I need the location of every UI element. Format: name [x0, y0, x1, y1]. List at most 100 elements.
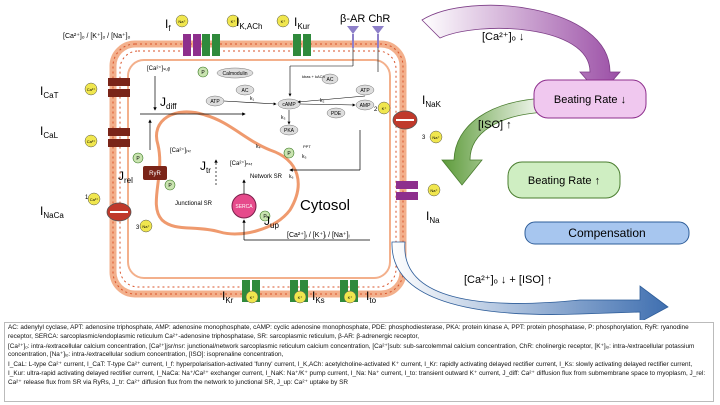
serca-label: SERCA — [235, 204, 253, 210]
k6-label: k₆ — [289, 174, 294, 180]
network-sr-label: Network SR — [250, 174, 283, 180]
beating-down-label: Beating Rate ↓ — [554, 94, 626, 106]
p-label: P — [136, 156, 140, 162]
ca-ion-label: Ca²⁺ — [87, 139, 96, 144]
phospho-jsr — [164, 179, 176, 191]
flux-sub: diff — [166, 102, 177, 111]
current-label-IKACh: IK,ACh — [236, 15, 262, 31]
compensation-label: Compensation — [568, 226, 645, 240]
ca-ion-label: Ca²⁺ — [90, 197, 99, 202]
flux-sym: J — [200, 159, 206, 173]
ac-label: AC — [242, 88, 249, 94]
phospho-ryr — [132, 152, 144, 164]
current-sub: CaL — [43, 131, 58, 140]
current-sub: f — [168, 24, 171, 33]
amp-node — [355, 99, 375, 111]
current-sym: I — [312, 289, 315, 303]
phospho-pka — [283, 147, 295, 159]
channel-IKr: K⁺ — [242, 280, 260, 304]
camp-label: cAMP — [282, 102, 296, 108]
k-ion-label: K⁺ — [281, 19, 286, 24]
channel-Ito: K⁺ — [340, 280, 358, 304]
current-sub: Ks — [315, 296, 324, 305]
channel-IKur: K⁺ — [276, 14, 311, 56]
ratio-label: 3 — [136, 225, 140, 231]
current-sub: K,ACh — [239, 22, 262, 31]
k3-label: k₃ — [281, 115, 286, 121]
signaling-cascade: Calmodulin AC ATP cAMP AC ATP AMP PDE PK… — [132, 48, 379, 222]
current-label-ICaT: ICaT — [40, 84, 59, 100]
k-ion-label: K⁺ — [231, 19, 236, 24]
k2-label: k₂ — [320, 98, 325, 104]
ac-node-left — [235, 84, 255, 96]
sub-sarcolemmal-space — [127, 59, 391, 279]
current-sub: NaK — [425, 100, 441, 109]
current-label-Ito: Ito — [366, 289, 377, 305]
channel-If: Na⁺ — [175, 14, 201, 56]
ratio-label: 1 — [85, 195, 89, 201]
receptor-label: β-AR ChR — [340, 13, 390, 25]
k-ion-label: K⁺ — [382, 106, 387, 111]
glossary-box: AC: adenylyl cyclase, APT: adenosine tri… — [4, 322, 714, 402]
kbas-kach-label: kbas + kACh — [302, 74, 325, 79]
receptors-beta-ar-chr — [347, 26, 384, 48]
ac-node-right — [321, 73, 339, 85]
current-sym: I — [40, 84, 43, 98]
glossary-concentrations: [Ca²⁺]ₒ: intra-/extracellular calcium co… — [8, 342, 695, 359]
beating-up-label: Beating Rate ↑ — [528, 175, 600, 187]
p-label: P — [201, 70, 205, 76]
ratio-label: 2 — [374, 107, 378, 113]
current-label-INa: INa — [426, 209, 440, 225]
k-ion-label: K⁺ — [250, 295, 255, 300]
current-sub: Kur — [297, 22, 310, 31]
current-labels: If IK,ACh IKur ICaT ICaL INaCa INaK INa … — [40, 15, 442, 305]
glossary-abbreviations: AC: adenylyl cyclase, APT: adenosine tri… — [8, 324, 689, 340]
p-label: P — [168, 183, 172, 189]
junctional-sr-label: Junctional SR — [175, 201, 213, 207]
flux-sym: J — [160, 95, 166, 109]
cytosol-label: Cytosol — [300, 197, 350, 214]
ppt-label: PPT — [303, 144, 311, 149]
current-sub: NaCa — [43, 211, 64, 220]
sarcoplasmic-reticulum — [154, 110, 300, 236]
calmodulin-node — [216, 67, 254, 79]
flux-sym: J — [264, 214, 270, 228]
ca-down-label: [Ca²⁺]ₒ ↓ — [482, 31, 524, 43]
current-label-IKr: IKr — [222, 289, 234, 305]
current-sym: I — [40, 124, 43, 138]
k-ion-label: K⁺ — [348, 295, 353, 300]
current-sub: Kr — [225, 296, 233, 305]
current-sym: I — [366, 289, 369, 303]
flux-sub: up — [270, 221, 279, 230]
current-sym: I — [40, 204, 43, 218]
glossary-currents: I_CaL: L-type Ca²⁺ current, I_CaT: T-typ… — [8, 361, 706, 386]
calmodulin-label: Calmodulin — [222, 71, 247, 77]
ion-channel-diagram: Na⁺ K⁺ K⁺ Ca²⁺ Ca²⁺ Ca²⁺ Na⁺ 1 — [40, 4, 690, 320]
atp-node-right — [355, 84, 375, 96]
compensation-arrow — [391, 241, 669, 320]
ryr-receptor — [143, 166, 167, 180]
na-ion-label: Na⁺ — [178, 19, 185, 24]
flux-label-Jtr: Jtr — [200, 159, 211, 175]
flux-sub: rel — [124, 176, 133, 185]
flux-sym: J — [118, 169, 124, 183]
current-label-If: If — [165, 17, 171, 33]
ratio-label: 3 — [422, 135, 426, 141]
current-sym: I — [422, 93, 425, 107]
current-sym: I — [426, 209, 429, 223]
pka-label: PKA — [284, 128, 295, 134]
current-sym: I — [236, 15, 239, 29]
current-sub: to — [369, 296, 376, 305]
exchanger-INaCa: Ca²⁺ Na⁺ 1 3 — [85, 192, 153, 233]
current-sym: I — [294, 15, 297, 29]
k1-label: k₁ — [250, 96, 255, 102]
ca-jsr-label: [Ca²⁺]ⱼₛᵣ — [170, 147, 191, 154]
flux-sub: tr — [206, 166, 211, 175]
flux-arrows — [140, 76, 370, 241]
na-ion-label: Na⁺ — [142, 224, 149, 229]
channel-ICaT: Ca²⁺ — [84, 78, 130, 97]
channel-IKs: K⁺ — [290, 280, 308, 304]
current-sym: I — [165, 17, 168, 31]
current-label-IKur: IKur — [294, 15, 310, 31]
flux-labels: Jdiff Jrel Jtr Jup — [118, 95, 279, 230]
